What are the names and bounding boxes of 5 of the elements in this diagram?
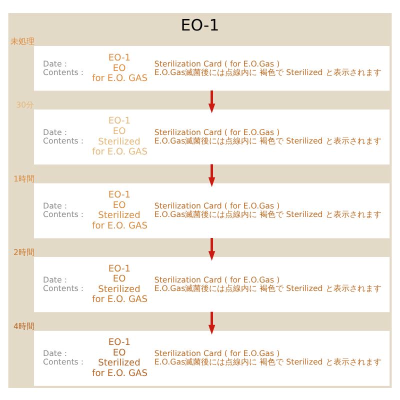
arrow (208, 164, 216, 186)
arrow (208, 311, 216, 334)
arrow (208, 90, 216, 113)
diagram-title: EO-1 (180, 14, 220, 34)
arrow (208, 238, 216, 260)
